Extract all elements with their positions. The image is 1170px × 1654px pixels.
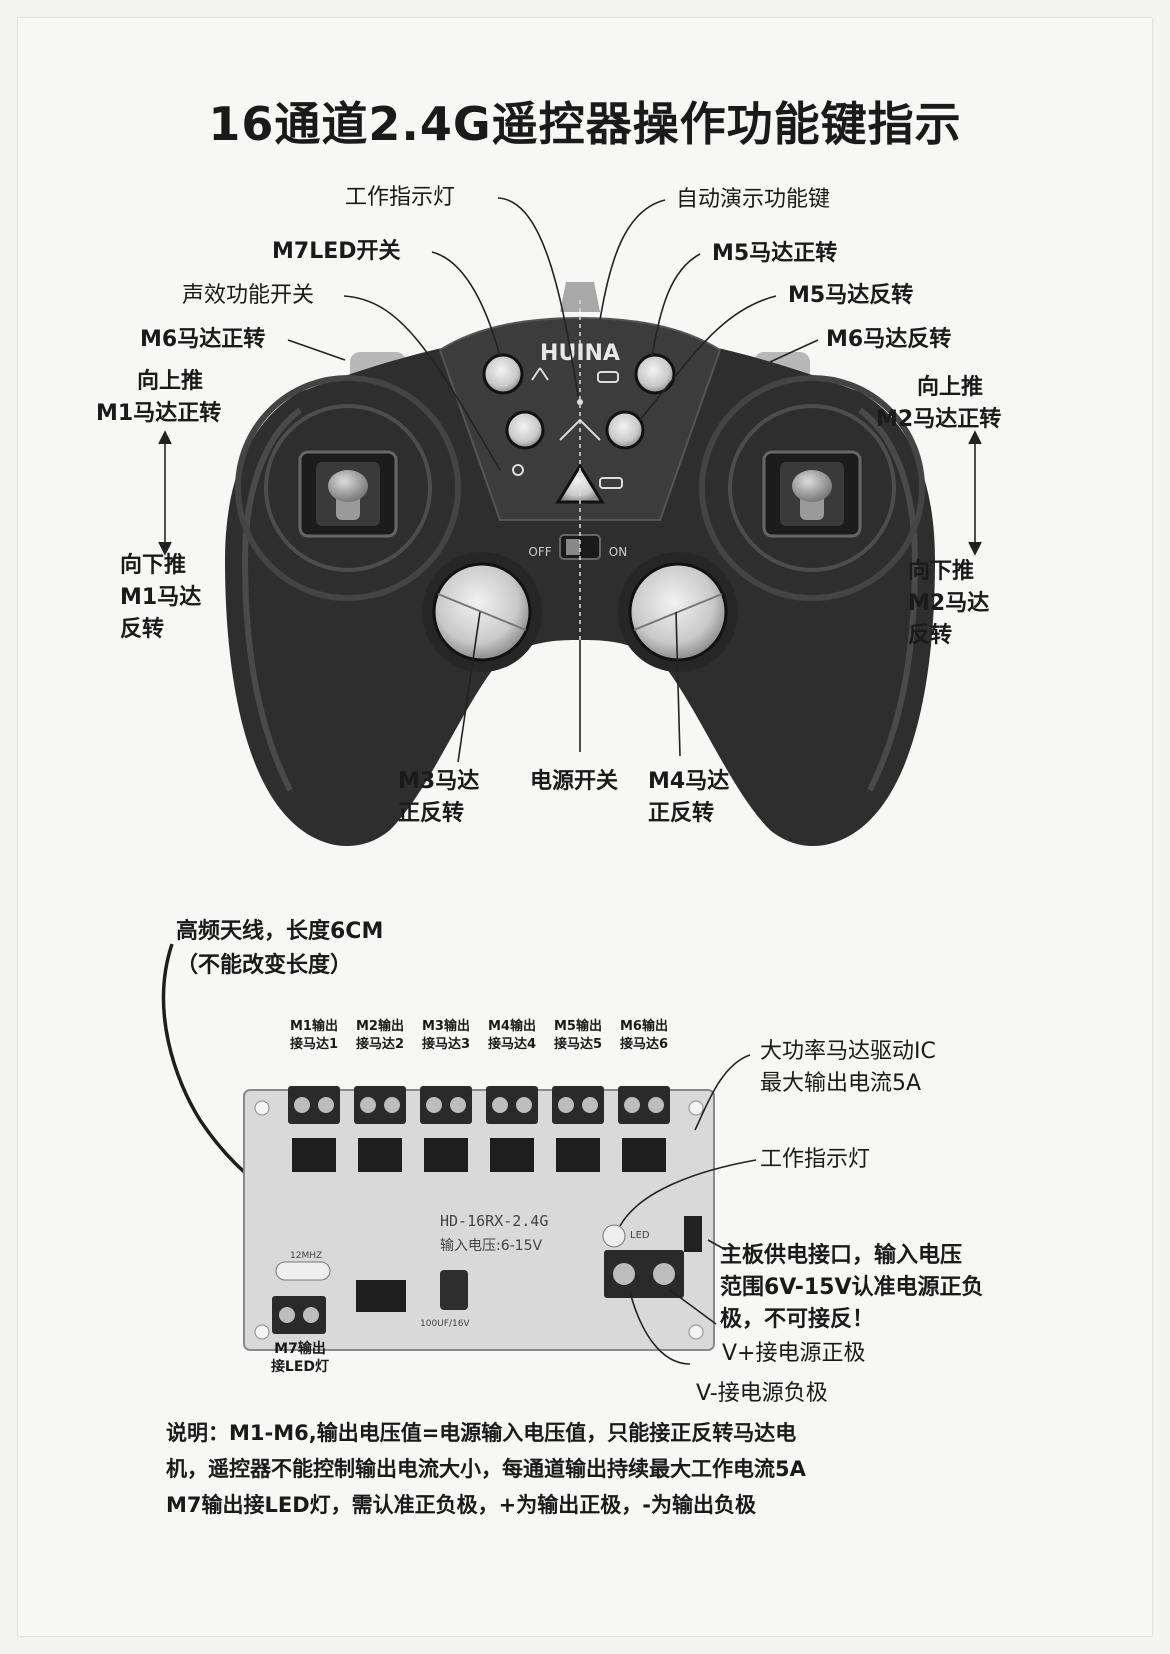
right-stick-ring <box>699 375 925 601</box>
crystal <box>275 1261 331 1281</box>
right-stick-cap <box>792 470 832 502</box>
label-m6-forward: M6马达正转 <box>140 327 266 352</box>
body-highlight <box>858 407 919 792</box>
label-m4-2: 正反转 <box>648 801 715 826</box>
label-board-work-light: 工作指示灯 <box>760 1147 871 1172</box>
page-title: 16通道2.4G遥控器操作功能键指示 <box>208 97 962 151</box>
mount-hole <box>254 1324 270 1340</box>
light-icon <box>512 464 524 476</box>
leader-lines <box>287 197 819 763</box>
label-left-up-1: 向上推 <box>136 369 203 394</box>
m5-button <box>605 410 645 450</box>
antenna-stub <box>560 282 600 312</box>
body-highlight <box>241 407 302 792</box>
silk-crystal: 12MHZ <box>290 1251 322 1261</box>
antenna-wire <box>161 943 262 1187</box>
capacitor <box>440 1270 468 1310</box>
label-m5-forward: M5马达正转 <box>712 241 838 266</box>
switch-off-label: OFF <box>528 545 551 559</box>
label-output-m5: M5输出接马达5 <box>553 1019 603 1052</box>
auto-demo-button <box>634 353 676 395</box>
label-right-up-1: 向上推 <box>916 375 983 400</box>
mcu-chip <box>356 1280 406 1312</box>
label-right-up-2: M2马达正转 <box>876 407 1002 432</box>
label-auto-demo: 自动演示功能键 <box>676 187 831 212</box>
right-stick-ring-inner <box>728 404 896 572</box>
left-stick-ring-inner <box>264 404 432 572</box>
silk-led: LED <box>630 1230 650 1241</box>
m7-led-button <box>482 353 524 395</box>
label-m3-1: M3马达 <box>398 769 480 794</box>
label-m7-output: M7输出接LED灯 <box>270 1341 330 1375</box>
label-driver-ic-2: 最大输出电流5A <box>760 1071 922 1096</box>
truck-icon <box>597 371 619 383</box>
excavator-icon <box>599 477 623 489</box>
left-stick-ring <box>235 375 461 601</box>
mount-hole <box>688 1324 704 1340</box>
label-output-m6: M6输出接马达6 <box>619 1019 669 1052</box>
brand-logo: HUINA <box>540 341 620 366</box>
note-line-1: 说明：M1-M6,输出电压值=电源输入电压值，只能接正反转马达电 <box>166 1421 797 1445</box>
label-m4-1: M4马达 <box>648 769 730 794</box>
label-output-m3: M3输出接马达3 <box>421 1019 471 1052</box>
m4-dial-mark <box>633 593 723 631</box>
m3-dial-mark <box>437 593 527 631</box>
label-right-down-3: 反转 <box>908 623 953 648</box>
label-antenna-1: 高频天线，长度6CM <box>176 919 384 944</box>
note-line-3: M7输出接LED灯，需认准正负极，+为输出正极，-为输出负极 <box>166 1493 756 1517</box>
label-driver-ic-1: 大功率马达驱动IC <box>760 1039 936 1064</box>
motor-channels <box>288 1086 670 1172</box>
label-m3-2: 正反转 <box>398 801 465 826</box>
label-m7-led: M7LED开关 <box>272 239 401 264</box>
work-indicator-light <box>577 399 583 405</box>
left-stick-cap <box>328 470 368 502</box>
label-power-switch: 电源开关 <box>530 769 619 794</box>
label-left-up-2: M1马达正转 <box>96 401 222 426</box>
label-output-m4: M4输出接马达4 <box>487 1019 537 1052</box>
label-antenna-2: （不能改变长度） <box>176 953 353 978</box>
label-m6-reverse: M6马达反转 <box>826 327 952 352</box>
label-work-light: 工作指示灯 <box>345 185 456 210</box>
label-power-input-1: 主板供电接口，输入电压 <box>720 1243 963 1268</box>
mount-hole <box>254 1100 270 1116</box>
mount-hole <box>688 1100 704 1116</box>
silk-capacitor: 100UF/16V <box>420 1319 470 1329</box>
note-line-2: 机，遥控器不能控制输出电流大小，每通道输出持续最大工作电流5A <box>166 1457 806 1481</box>
label-right-down-1: 向下推 <box>908 559 975 584</box>
silk-voltage: 输入电压:6-15V <box>440 1238 542 1254</box>
switch-on-label: ON <box>609 545 627 559</box>
label-power-input-3: 极，不可接反！ <box>720 1307 875 1332</box>
lamp-icon <box>531 367 549 381</box>
label-m5-reverse: M5马达反转 <box>788 283 914 308</box>
board-leader-lines <box>619 1054 757 1365</box>
power-terminal <box>604 1250 684 1298</box>
label-left-down-2: M1马达 <box>120 585 202 610</box>
label-v-minus: V-接电源负极 <box>696 1381 828 1406</box>
label-right-down-2: M2马达 <box>908 591 990 616</box>
label-power-input-2: 范围6V-15V认准电源正负 <box>720 1275 984 1300</box>
label-left-down-1: 向下推 <box>120 553 187 578</box>
m6-button <box>505 410 545 450</box>
direction-arrows <box>158 430 982 556</box>
label-left-down-3: 反转 <box>120 617 165 642</box>
power-switch-slider <box>566 539 580 555</box>
label-output-m2: M2输出接马达2 <box>355 1019 405 1052</box>
label-sound: 声效功能开关 <box>182 283 315 308</box>
protection-diode <box>684 1216 702 1252</box>
label-v-plus: V+接电源正极 <box>722 1341 866 1366</box>
label-output-m1: M1输出接马达1 <box>289 1019 339 1052</box>
work-indicator-led <box>602 1224 626 1248</box>
m7-terminal <box>272 1296 326 1334</box>
silk-model: HD-16RX-2.4G <box>440 1212 548 1230</box>
